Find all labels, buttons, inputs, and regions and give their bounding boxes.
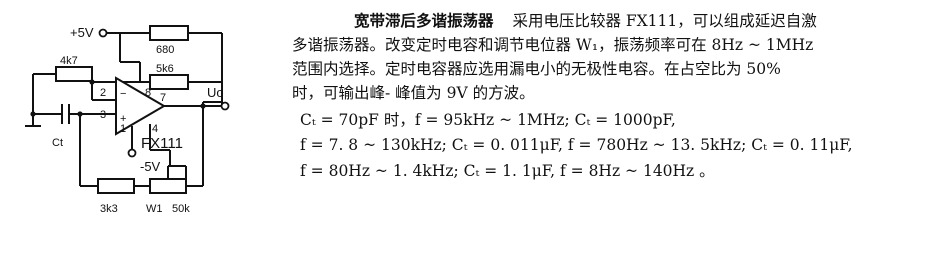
formula-line-3: f = 80Hz ~ 1. 4kHz; Cₜ = 1. 1μF, f = 8Hz… [300, 162, 715, 180]
circuit-title: 宽带滞后多谐振荡器 [354, 12, 494, 30]
r-bottom-label: 3k3 [100, 203, 118, 215]
ic-label: FX111 [141, 135, 183, 152]
vee-label: -5V [140, 159, 161, 174]
output-label: Uo [207, 85, 224, 100]
circuit-schematic: − + +5V 680 5k6 4k7 Ct Uo 2 3 8 7 4 1 FX… [25, 25, 230, 215]
resistor-680 [149, 25, 189, 41]
resistor-5k6 [149, 74, 189, 90]
r-input-label: 4k7 [60, 55, 78, 67]
paragraph-line-2: 多谐振荡器。改变定时电容和调节电位器 W₁，振荡频率可在 8Hz ~ 1MHz [292, 36, 814, 54]
paragraph-line-4: 时，可输出峰- 峰值为 9V 的方波。 [292, 84, 535, 102]
potentiometer-w1 [149, 178, 187, 194]
paragraph-line-3: 范围内选择。定时电容器应选用漏电小的无极性电容。在占空比为 50% [292, 60, 781, 78]
pin-1: 1 [120, 123, 126, 135]
pin-8: 8 [145, 87, 151, 99]
vcc-label: +5V [70, 25, 94, 40]
svg-text:+: + [120, 113, 126, 125]
resistor-4k7 [55, 66, 93, 82]
svg-text:−: − [120, 88, 126, 100]
r-top-label: 680 [156, 44, 174, 56]
paragraph-line-1-rest: 采用电压比较器 FX111，可以组成延迟自激 [512, 12, 817, 30]
pot-value-label: 50k [172, 203, 190, 215]
pin-7: 7 [160, 92, 166, 104]
cap-label: Ct [52, 137, 63, 149]
resistor-3k3 [97, 178, 135, 194]
pin-2: 2 [100, 87, 106, 99]
pin-4: 4 [152, 123, 158, 135]
pot-label: W1 [146, 203, 163, 215]
formula-line-2: f = 7. 8 ~ 130kHz; Cₜ = 0. 011μF, f = 78… [300, 136, 853, 154]
pin-3: 3 [100, 109, 106, 121]
formula-line-1: Cₜ = 70pF 时，f = 95kHz ~ 1MHz; Cₜ = 1000p… [300, 111, 676, 129]
paragraph-line-1: 宽带滞后多谐振荡器 采用电压比较器 FX111，可以组成延迟自激 [354, 9, 817, 33]
r-feedback-label: 5k6 [156, 63, 174, 75]
